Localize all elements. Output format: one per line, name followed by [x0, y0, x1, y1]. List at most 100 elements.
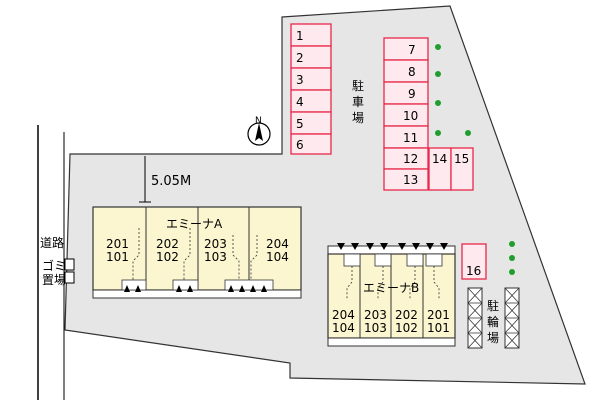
parking-space[interactable]	[461, 243, 487, 280]
unit-number: 201	[106, 237, 129, 251]
parking-space-number: 5	[296, 117, 304, 131]
parking-space-number: 11	[403, 131, 418, 145]
tree-icon	[509, 241, 515, 247]
unit-number: 103	[364, 321, 387, 335]
bicycle-label: 駐輪場	[487, 298, 499, 345]
entrance-arrow-icon	[124, 285, 130, 292]
unit-number: 101	[106, 250, 129, 264]
unit-number: 201	[427, 308, 450, 322]
stair-dashed	[183, 228, 191, 280]
parking-column-left: 1 2 3 4 5 6	[290, 23, 332, 155]
parking-space[interactable]	[383, 37, 429, 61]
unit-number: 103	[204, 250, 227, 264]
parking-space-number: 16	[466, 264, 481, 278]
entrance-arrow-icon	[440, 243, 448, 250]
stair-box	[374, 253, 392, 267]
tree-icon	[509, 269, 515, 275]
entrance-arrow-icon	[187, 285, 193, 292]
parking-space[interactable]	[290, 133, 332, 155]
entrance-arrow-icon	[412, 243, 420, 250]
stair-box	[121, 279, 147, 291]
entrance-arrow-icon	[366, 243, 374, 250]
garbage-bin-icon	[64, 258, 75, 271]
stair-dashed	[346, 266, 353, 300]
entrance-arrow-icon	[380, 243, 388, 250]
entrance-arrow-icon	[351, 243, 359, 250]
parking-space[interactable]	[383, 168, 429, 191]
entry-strip	[92, 289, 302, 299]
entrance-arrow-icon	[176, 285, 182, 292]
parking-space-number: 9	[408, 87, 416, 101]
building-b-bottom-strip	[327, 337, 456, 347]
tree-icon	[509, 255, 515, 261]
parking-space-number: 3	[296, 73, 304, 87]
parking-space-number: 15	[454, 152, 469, 166]
parking-space[interactable]	[450, 147, 474, 191]
tree-icon	[435, 71, 441, 77]
unit-number: 202	[156, 237, 179, 251]
entrance-arrow-icon	[337, 243, 345, 250]
stair-box	[425, 253, 443, 267]
unit-number: 204	[332, 308, 355, 322]
bicycle-rack-pattern	[467, 287, 483, 349]
unit-number: 203	[204, 237, 227, 251]
parking-space-number: 14	[432, 152, 447, 166]
distance-label: 5.05M	[151, 174, 191, 189]
parking-space-number: 10	[403, 109, 418, 123]
stair-dashed	[409, 266, 416, 300]
parking-space[interactable]	[383, 59, 429, 83]
unit-number: 102	[395, 321, 418, 335]
north-label: N	[255, 116, 262, 126]
building-b-name: エミーナB	[363, 281, 419, 295]
parking-space-number: 12	[403, 152, 418, 166]
unit-number: 102	[156, 250, 179, 264]
building-a-body	[92, 206, 302, 291]
entrance-arrow-icon	[426, 243, 434, 250]
parking-space-number: 8	[408, 65, 416, 79]
entrance-arrow-icon	[261, 285, 267, 292]
entrance-arrow-icon	[228, 285, 234, 292]
north-arrow-icon	[255, 123, 263, 141]
parking-label: 駐車場	[352, 78, 364, 125]
building-b-entry-strip	[327, 245, 456, 255]
unit-number: 104	[266, 250, 289, 264]
building-b: エミーナB 204 104 203 103 202 102 201 101	[327, 243, 456, 347]
unit-number: 203	[364, 308, 387, 322]
distance-marker: 5.05M	[139, 156, 191, 203]
stair-dashed	[377, 266, 384, 300]
tree-icon	[435, 100, 441, 106]
bicycle-parking: 駐輪場	[467, 287, 520, 349]
stair-box	[172, 279, 199, 291]
stair-dashed	[132, 228, 140, 280]
parking-space[interactable]	[383, 81, 429, 105]
entrance-arrow-icon	[135, 285, 141, 292]
stair-dashed	[433, 266, 440, 300]
north-arrow: N	[247, 116, 271, 146]
unit-number: 101	[427, 321, 450, 335]
parking-space-number: 4	[296, 95, 304, 109]
road-label: 道路	[40, 235, 64, 250]
tree-icon	[435, 44, 441, 50]
entrance-arrow-icon	[250, 285, 256, 292]
entrance-arrow-icon	[398, 243, 406, 250]
parking-space-number: 1	[296, 29, 304, 43]
stair-box	[406, 253, 424, 267]
parking-space-number: 7	[408, 43, 416, 57]
building-a-name: エミーナA	[166, 217, 223, 231]
garbage-bin-icon	[64, 271, 75, 284]
unit-number: 202	[395, 308, 418, 322]
parking-space-number: 2	[296, 51, 304, 65]
trees	[435, 44, 515, 275]
parking-space-number: 13	[403, 173, 418, 187]
unit-number: 204	[266, 237, 289, 251]
tree-icon	[465, 130, 471, 136]
parking-small-spaces: 14 15	[428, 147, 474, 191]
bicycle-rack-pattern	[504, 287, 520, 349]
stair-dashed	[250, 235, 258, 280]
building-a: エミーナA 201 101 202 102 203 103 204 104	[92, 206, 302, 299]
entrance-arrow-icon	[239, 285, 245, 292]
parking-column-right: 7 8 9 10 11 12 13	[383, 37, 429, 191]
stair-box	[343, 253, 361, 267]
stair-box	[224, 279, 274, 291]
